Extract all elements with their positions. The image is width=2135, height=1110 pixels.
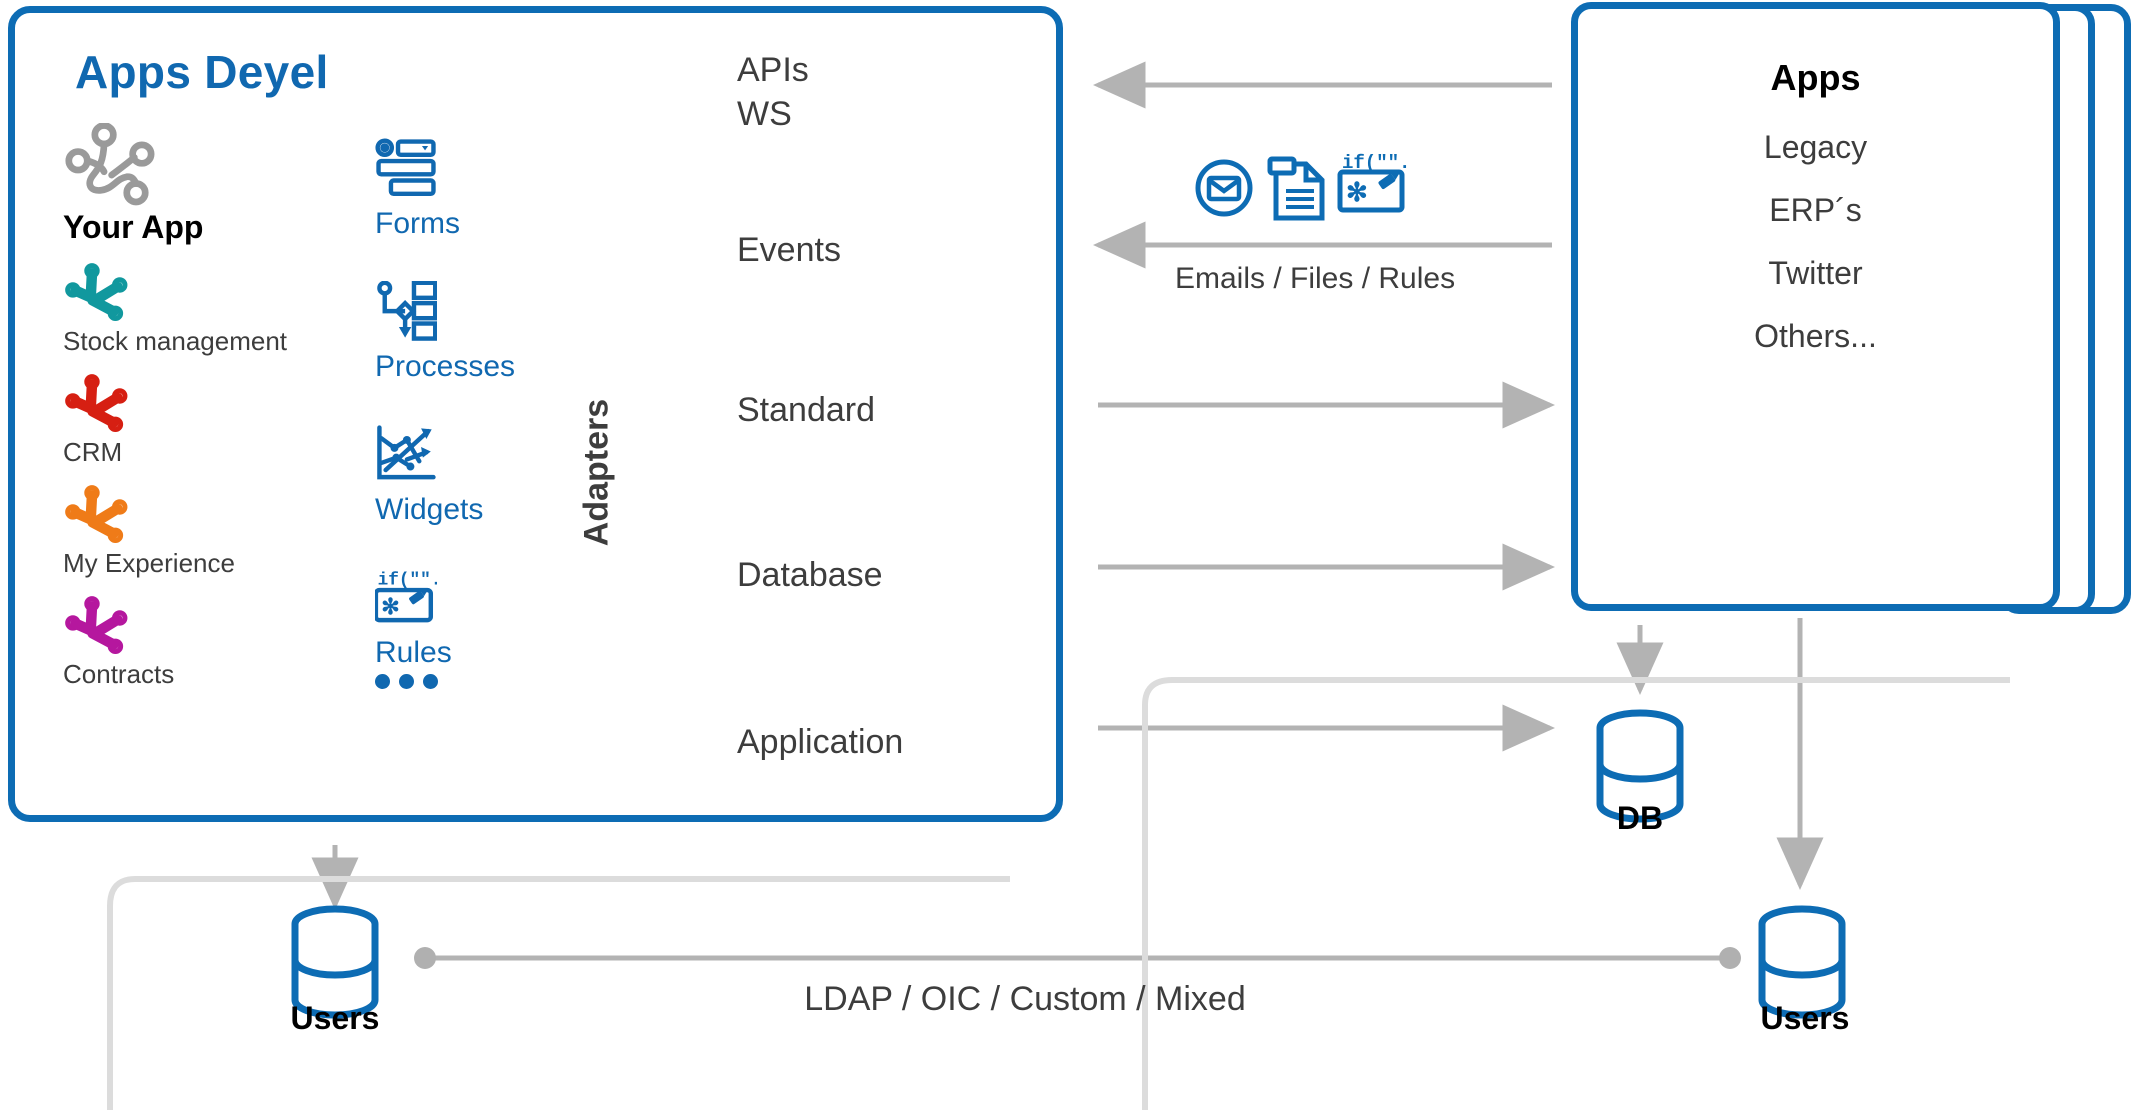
adapter-application: Application [737,723,904,761]
list-item-label: My Experience [63,548,235,578]
list-item-rules[interactable]: if("". ✻ Rules [373,567,545,670]
svg-text:if("".: if("". [378,571,437,591]
list-item-erps: ERP´s [1769,192,1862,228]
list-item-label: Your App [63,209,204,245]
form-icon [375,138,436,197]
service-events: Events [737,231,841,269]
document-icon [1267,156,1325,221]
list-item-others: Others... [1754,318,1877,354]
list-item-contracts[interactable]: Contracts [63,595,313,690]
users-left-store-label: Users [290,1000,380,1036]
paw-icon [65,374,128,433]
svg-text:if("".: if("". [1342,152,1410,174]
rules-icon: if("". ✻ [373,571,441,623]
paw-icon [65,596,128,655]
adapter-database: Database [737,556,883,594]
list-item-label: Processes [375,350,516,383]
process-flow-icon [377,280,438,341]
list-item-label: CRM [63,437,123,467]
ellipsis-icon[interactable] [375,674,545,689]
apps-panel-list: Legacy ERP´s Twitter Others... [1578,129,2053,381]
list-item-crm[interactable]: CRM [63,373,313,468]
list-item-stock-management[interactable]: Stock management [63,262,313,357]
paw-icon [65,485,128,544]
list-item-processes[interactable]: Processes [375,280,545,384]
identity-link [414,947,1741,969]
list-item-widgets[interactable]: Widgets [375,424,545,527]
list-item-forms[interactable]: Forms [375,138,545,241]
deyel-platform-panel: Apps Deyel Your App [8,6,1063,822]
service-ws: WS [737,95,792,133]
right-scope-bracket [1142,677,2010,1110]
envelope-icon [1195,159,1253,217]
list-item-legacy: Legacy [1763,129,1868,165]
identity-protocols-label: LDAP / OIC / Custom / Mixed [804,980,1246,1018]
paw-icon [65,263,128,322]
service-apis: APIs [737,51,809,89]
apps-list: Your App Stock management [63,123,313,696]
paw-icon [65,123,155,206]
services-column: Adapters APIs WS Events Standard Databas… [575,13,1070,829]
chart-widget-icon [377,425,436,480]
users-right-store-label: Users [1760,1000,1850,1036]
external-apps-panel: Apps Legacy ERP´s Twitter Others... [1571,2,2060,611]
list-item-your-app[interactable]: Your App [63,123,313,246]
list-item-my-experience[interactable]: My Experience [63,484,313,579]
svg-text:✻: ✻ [381,594,400,619]
rules-icon: if("". ✻ [1337,152,1410,213]
list-item-label: Stock management [63,326,288,356]
list-item-label: Contracts [63,659,175,689]
list-item-label: Rules [375,636,452,669]
builders-list: Forms Processes [373,138,545,689]
list-item-twitter: Twitter [1768,255,1863,291]
svg-text:✻: ✻ [1346,177,1368,207]
integration-channels-label: Emails / Files / Rules [1175,262,1456,295]
list-item-label: Widgets [375,493,484,526]
adapters-section-label: Adapters [577,398,616,547]
adapter-standard: Standard [737,391,875,429]
page-title: Apps Deyel [75,46,329,98]
db-store-label: DB [1616,800,1664,836]
apps-panel-title: Apps [1770,57,1861,98]
list-item-label: Forms [375,207,460,240]
